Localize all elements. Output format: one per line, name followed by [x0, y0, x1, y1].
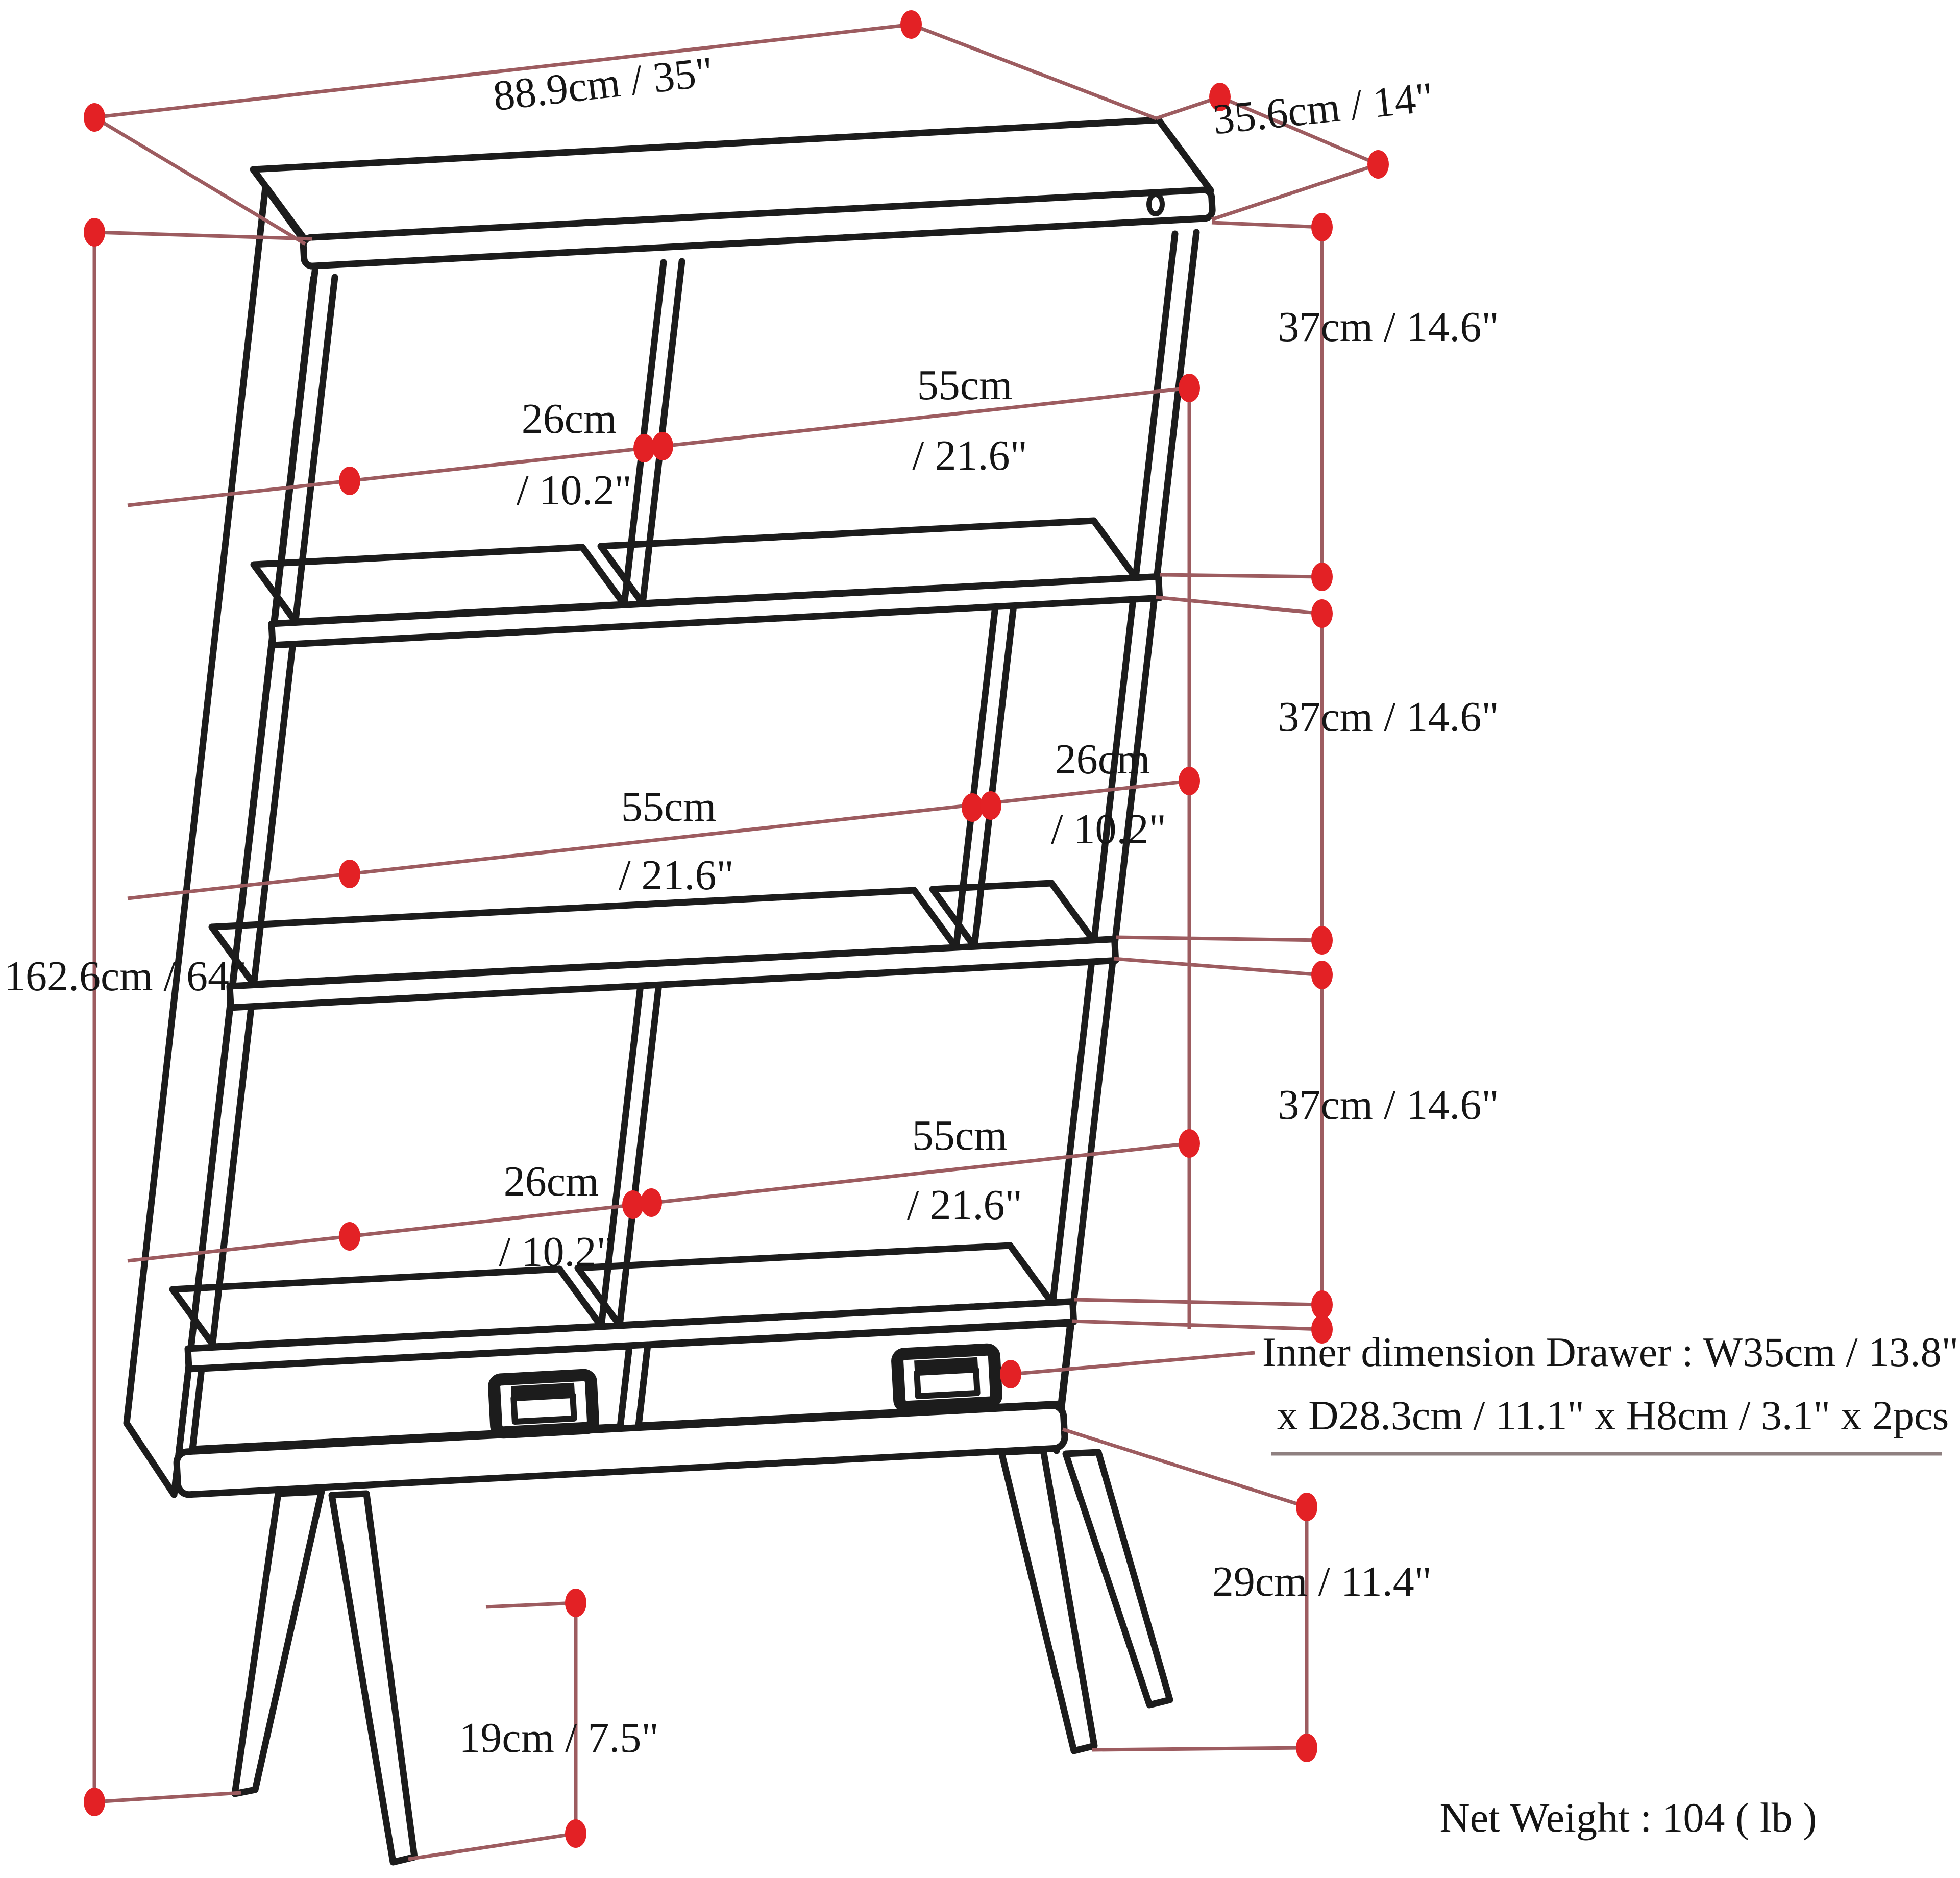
dimension-dot — [1311, 599, 1333, 628]
dimension-dot — [622, 1190, 644, 1219]
dimension-dot — [565, 1589, 586, 1617]
dimension-dot — [652, 432, 673, 460]
dimension-dot — [339, 1222, 360, 1251]
drawer-inner-dimension-note-line1: Inner dimension Drawer : W35cm / 13.8" — [1262, 1329, 1958, 1375]
knob-icon — [1146, 192, 1165, 216]
dimension-dot — [339, 860, 360, 888]
dimension-dot — [1367, 150, 1389, 179]
dimension-dot — [1311, 961, 1333, 989]
dimension-dot — [1311, 213, 1333, 241]
dimension-dot — [633, 434, 655, 462]
top-panel — [300, 186, 1216, 270]
row2-narrow-width-cm: 26cm — [1055, 736, 1150, 783]
row2-wide-width-cm: 55cm — [621, 783, 717, 831]
dimension-dot — [1179, 1129, 1200, 1158]
dimension-dot — [84, 103, 105, 132]
leg-height-label: 29cm / 11.4" — [1212, 1558, 1432, 1605]
row3-narrow-width-in: / 10.2" — [499, 1228, 614, 1276]
dimension-dot — [1311, 563, 1333, 591]
front-left-leg — [231, 1488, 325, 1797]
dimension-endpoint-dots — [84, 10, 1389, 1848]
dimension-annotations — [84, 10, 1942, 1861]
dimension-dot — [1209, 83, 1231, 111]
dimension-dot — [980, 791, 1001, 820]
dimension-dot — [1296, 1493, 1317, 1521]
overall-depth-label: 35.6cm / 14" — [1211, 74, 1436, 144]
leg-clearance-label: 19cm / 7.5" — [459, 1714, 658, 1762]
dimension-labels: 88.9cm / 35" 35.6cm / 14" 162.6cm / 64" … — [4, 48, 1958, 1841]
back-left-leg — [328, 1490, 418, 1866]
row1-wide-width-cm: 55cm — [917, 361, 1013, 409]
dimension-lines — [92, 22, 1379, 1861]
drawer-inner-dimension-note-line2: x D28.3cm / 11.1" x H8cm / 3.1" x 2pcs — [1277, 1392, 1949, 1438]
dimension-dot — [1311, 1315, 1333, 1344]
dimension-dot — [900, 10, 922, 39]
row2-wide-width-in: / 21.6" — [619, 851, 734, 899]
row1-narrow-width-in: / 10.2" — [517, 467, 632, 514]
dimension-dot — [1179, 767, 1200, 795]
back-right-leg — [1062, 1449, 1173, 1709]
section-height-label-1: 37cm / 14.6" — [1278, 303, 1499, 351]
row3-wide-width-cm: 55cm — [912, 1112, 1008, 1159]
dimension-dot — [565, 1819, 586, 1848]
left-drawer-handle-icon — [488, 1369, 599, 1439]
dimension-dot — [1179, 374, 1200, 402]
row1-narrow-width-cm: 26cm — [522, 395, 617, 443]
dimension-dot — [84, 1788, 105, 1816]
dimension-dot — [962, 793, 983, 822]
legs — [231, 1447, 1173, 1866]
bookcase-drawing — [123, 116, 1216, 1866]
row1-wide-width-in: / 21.6" — [912, 432, 1027, 479]
net-weight-label: Net Weight : 104 ( lb ) — [1440, 1794, 1817, 1841]
dimension-dot — [1311, 1290, 1333, 1319]
dimension-dot — [641, 1188, 662, 1217]
shelf-front-edge — [268, 573, 1163, 649]
section-height-label-3: 37cm / 14.6" — [1278, 1081, 1499, 1129]
row3-wide-width-in: / 21.6" — [907, 1181, 1022, 1229]
front-right-leg — [998, 1447, 1098, 1754]
dimension-dot — [339, 467, 360, 495]
section-height-label-2: 37cm / 14.6" — [1278, 693, 1499, 741]
shelf-front-edge — [226, 936, 1119, 1011]
dimension-dot — [1311, 926, 1333, 955]
dimension-dot — [84, 218, 105, 247]
overall-height-label: 162.6cm / 64" — [4, 953, 247, 1000]
dimension-dot — [1000, 1360, 1021, 1388]
row3-narrow-width-cm: 26cm — [504, 1158, 599, 1205]
right-drawer-handle-icon — [891, 1343, 1002, 1413]
row2-narrow-width-in: / 10.2" — [1051, 806, 1166, 853]
drawers — [189, 1320, 1074, 1453]
shelf-floors — [169, 517, 1139, 1350]
dimension-dot — [1296, 1734, 1317, 1762]
